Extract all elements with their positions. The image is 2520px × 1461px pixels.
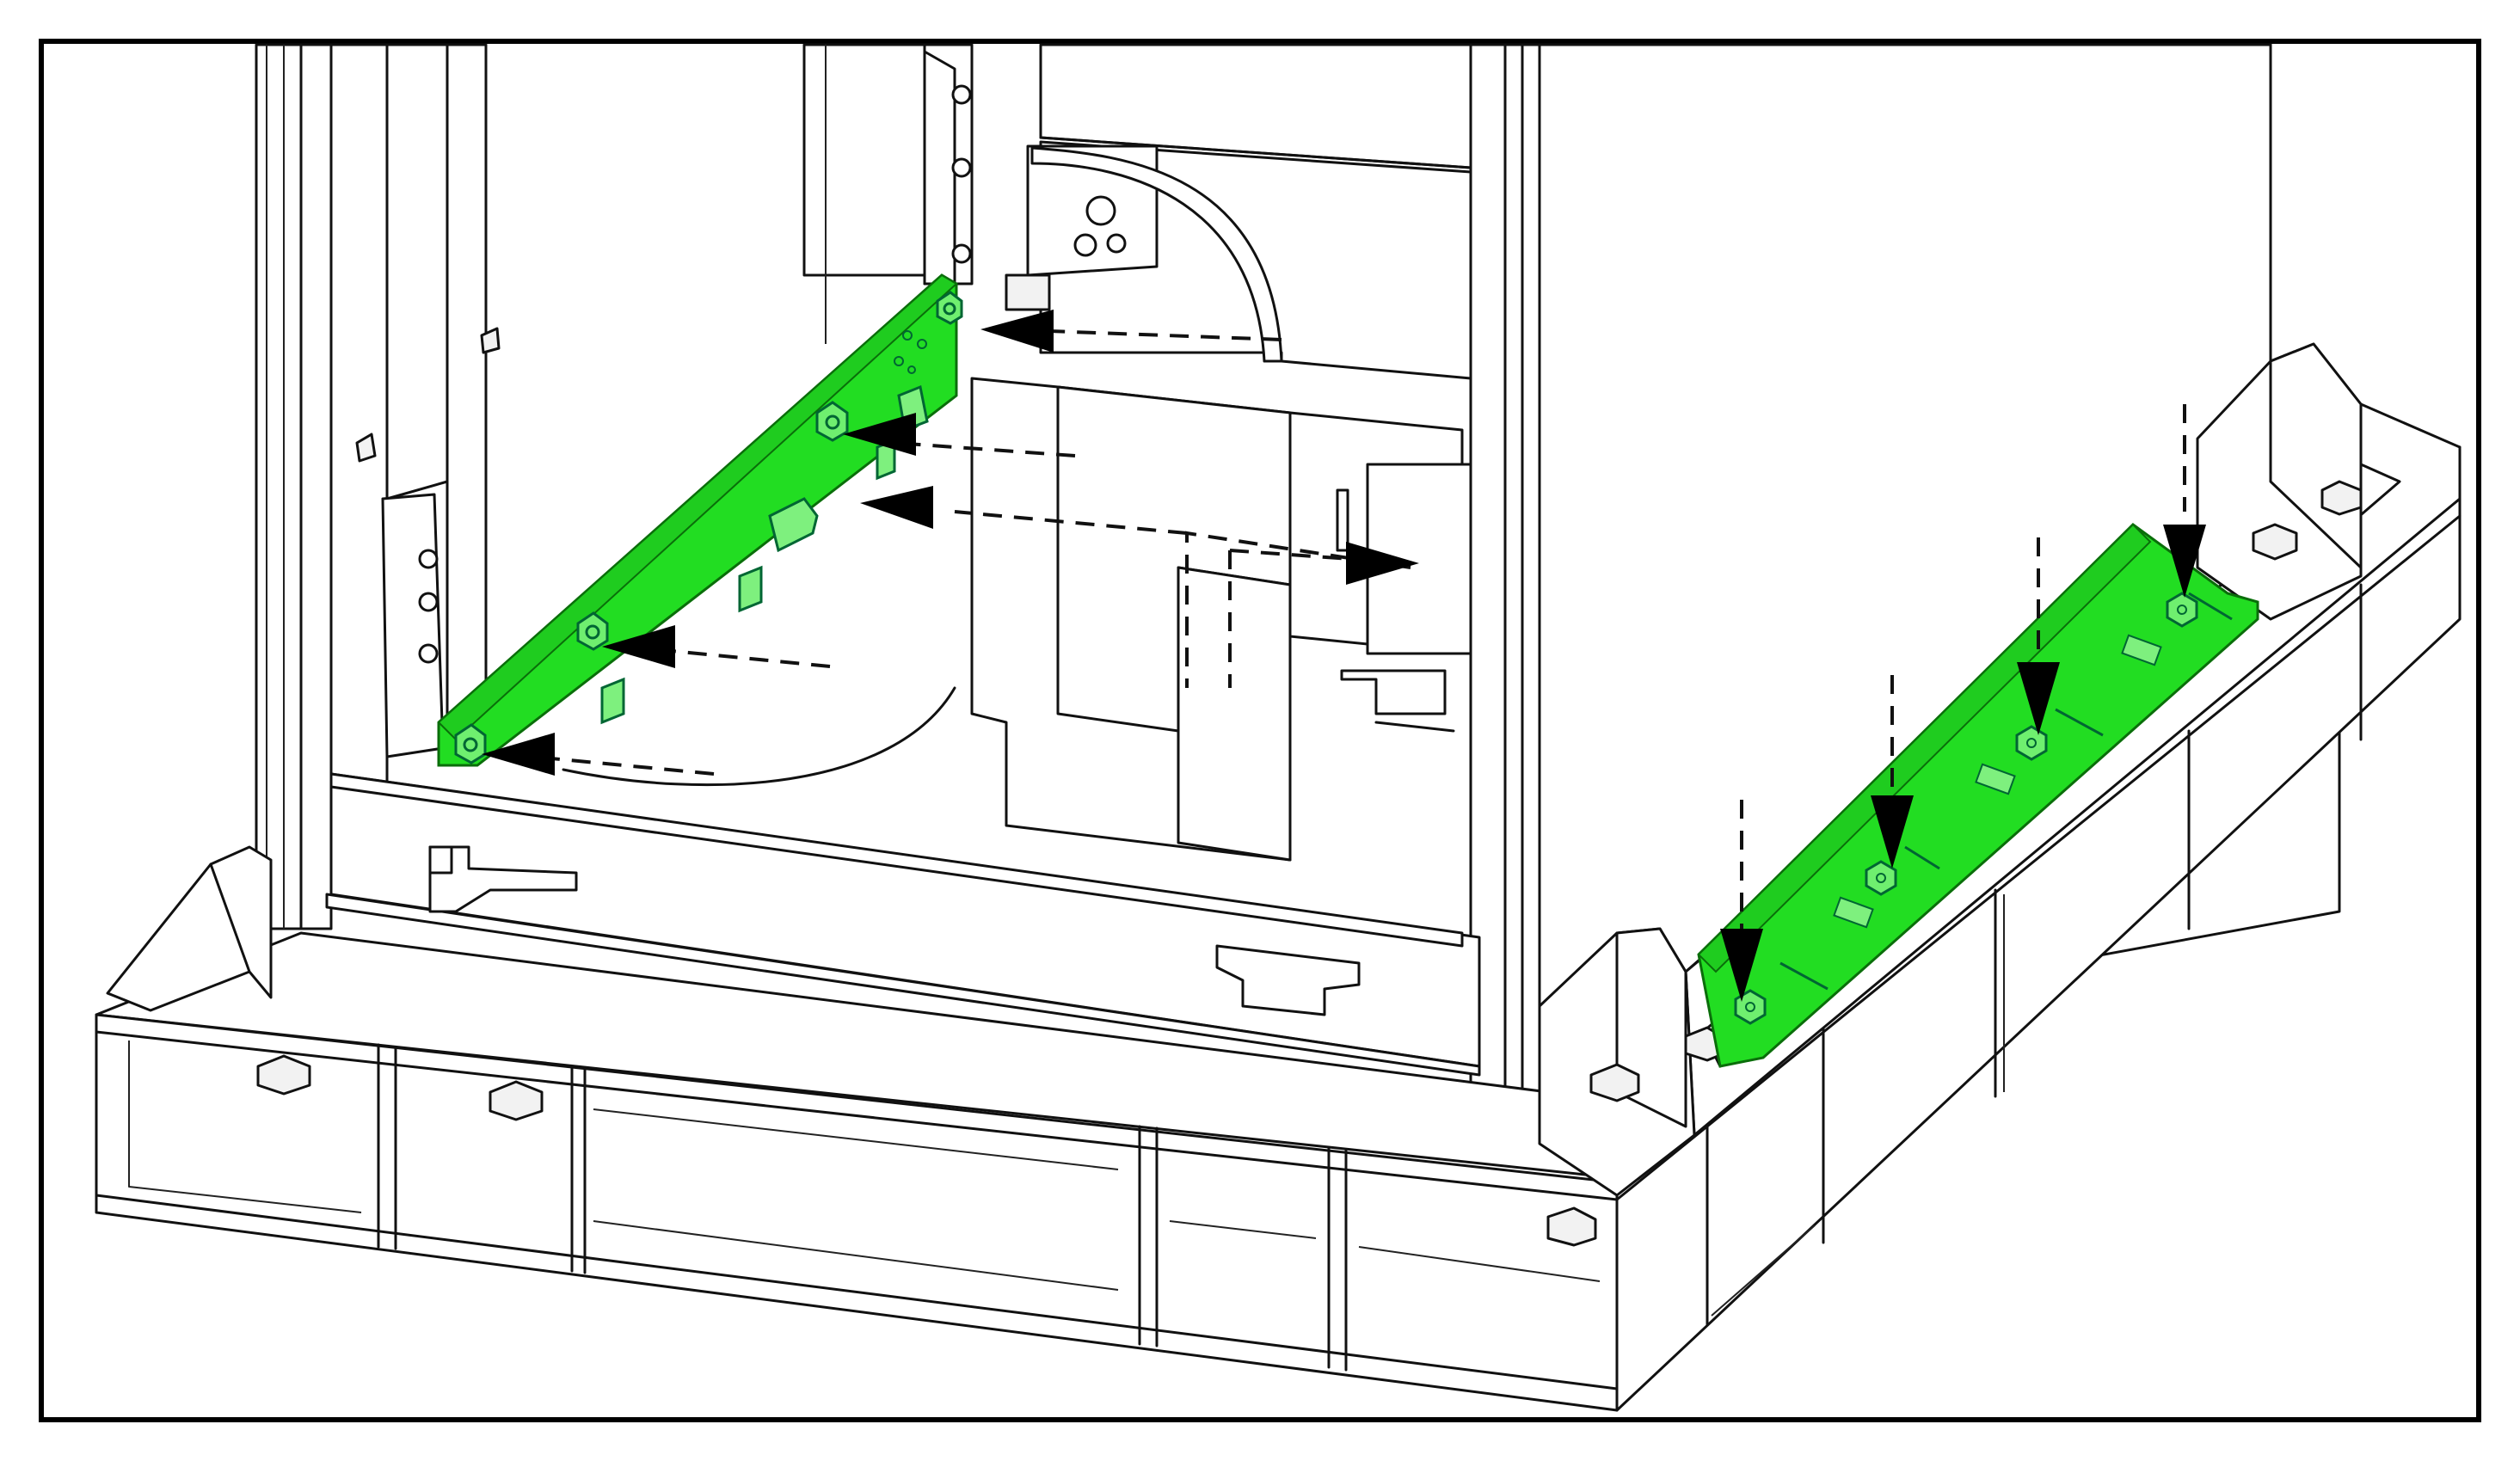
arrow-right <box>1346 542 1419 585</box>
arrow-down-4 <box>2163 525 2206 598</box>
arrow-down-1 <box>1720 929 1763 1002</box>
corner-gussets <box>1538 342 2363 1197</box>
insert-arrows-down <box>1720 404 2206 1002</box>
arrow-down-3 <box>2017 662 2060 735</box>
arrow-left-4 <box>602 625 675 668</box>
left-mounting-bracket <box>437 273 963 767</box>
insert-arrows-left <box>482 310 1419 776</box>
arrow-left-1 <box>980 310 1054 353</box>
cabinet-body <box>255 43 2341 1102</box>
arrow-down-2 <box>1871 795 1914 869</box>
arrow-left-2 <box>843 413 916 456</box>
arrow-left-5 <box>482 733 555 776</box>
arrow-left-3 <box>860 486 933 529</box>
